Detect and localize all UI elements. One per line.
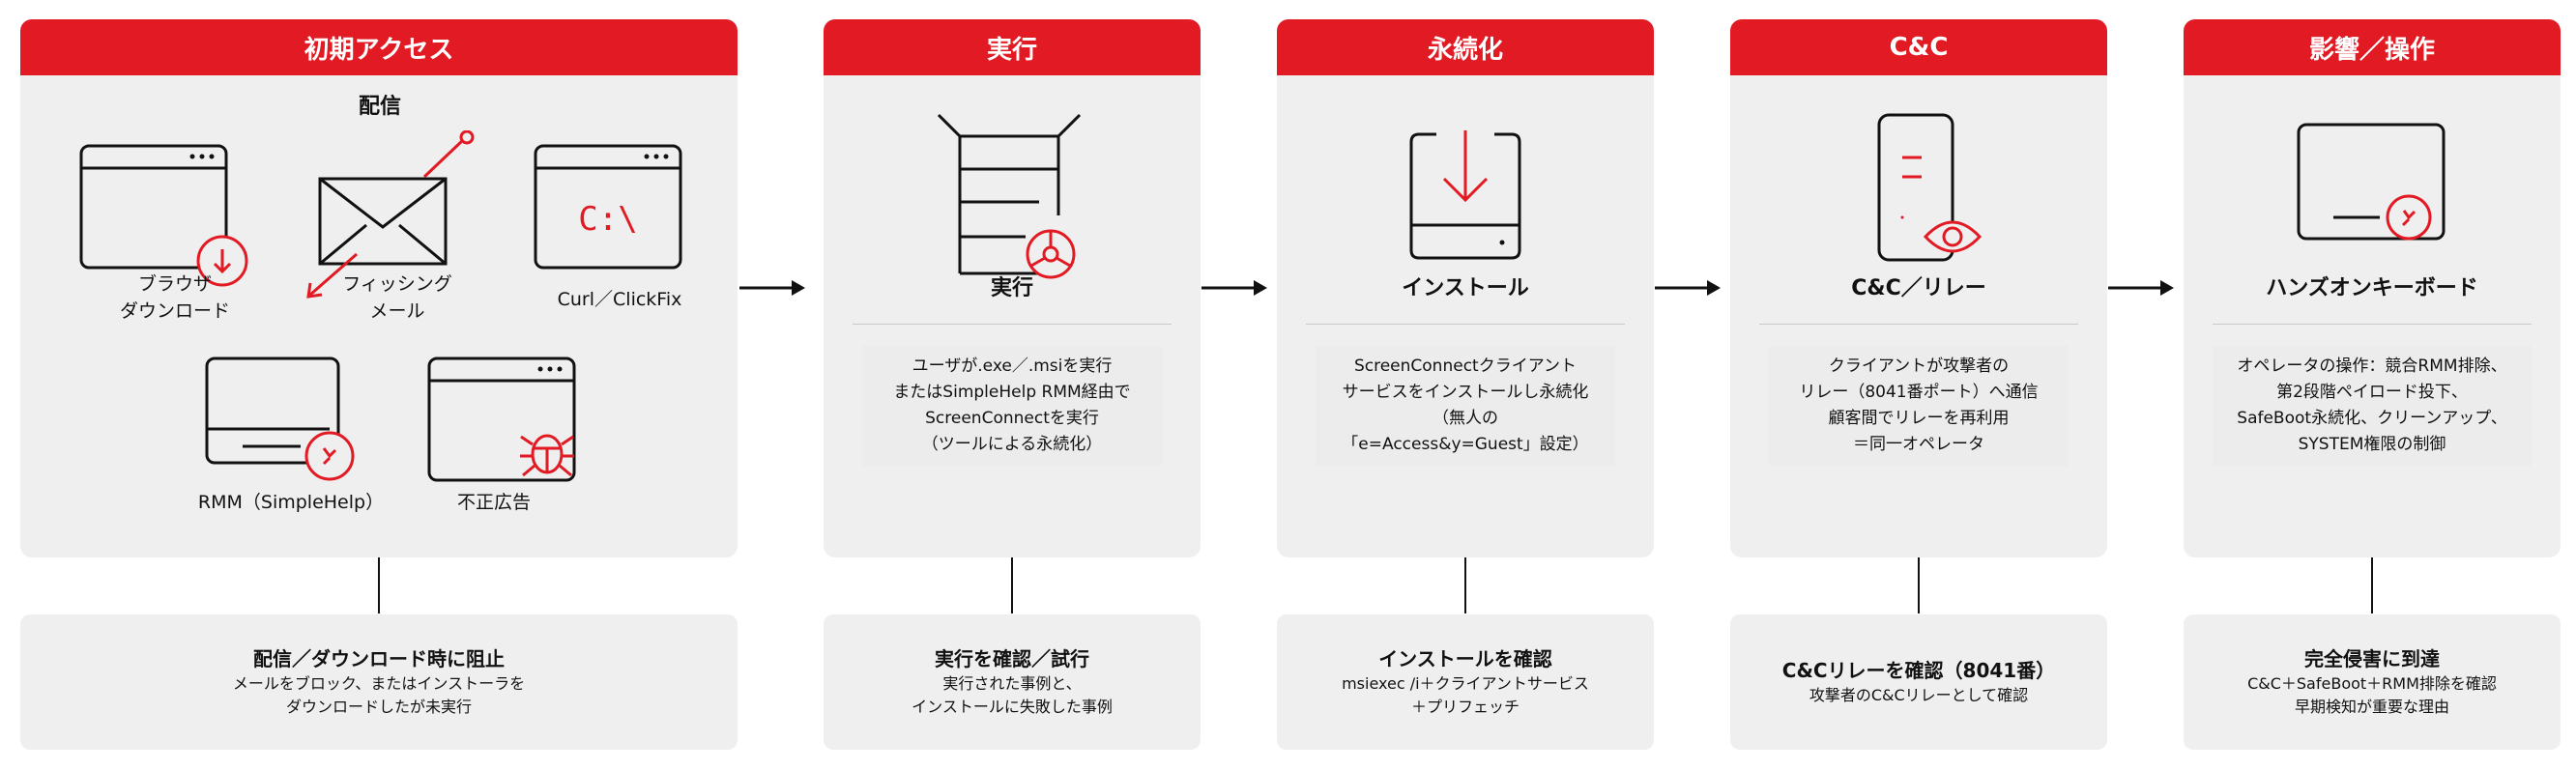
stage-header: C&C bbox=[1730, 19, 2107, 75]
arrow-right-icon bbox=[1201, 280, 1267, 296]
outcome-desc-line: 早期検知が重要な理由 bbox=[2294, 698, 2449, 716]
desc-line: ScreenConnectを実行 bbox=[925, 409, 1099, 428]
stage-subtitle: インストール bbox=[1402, 276, 1529, 300]
malvertising-bug-icon bbox=[427, 356, 576, 482]
stage-header: 影響／操作 bbox=[2184, 19, 2561, 75]
item-label-browser: ブラウザ ダウンロード bbox=[119, 273, 230, 322]
stage-header: 永続化 bbox=[1277, 19, 1654, 75]
outcome-box-impact: 完全侵害に到達 C&C＋SafeBoot＋RMM排除を確認 早期検知が重要な理由 bbox=[2184, 614, 2561, 750]
stage-header: 実行 bbox=[824, 19, 1201, 75]
outcome-box-persistence: インストールを確認 msiexec /i＋クライアントサービス ＋プリフェッチ bbox=[1277, 614, 1654, 750]
stage-description: ScreenConnectクライアント サービスをインストールし永続化 （無人の… bbox=[1316, 346, 1615, 466]
outcome-desc-line: msiexec /i＋クライアントサービス bbox=[1342, 674, 1589, 693]
desc-line: SYSTEM権限の制御 bbox=[2298, 435, 2446, 454]
stage-card: 永続化 インストール ScreenConnectクライアント サービスをインスト… bbox=[1277, 19, 1654, 557]
desc-line: ＝同一オペレータ bbox=[1853, 435, 1984, 454]
stage-subtitle: C&C／リレー bbox=[1851, 276, 1986, 300]
outcome-desc-line: 攻撃者のC&Cリレーとして確認 bbox=[1809, 686, 2029, 704]
stage-card: 実行 実行 ユーザが.exe／.msiを実行 またはSimpleHelp RMM… bbox=[824, 19, 1201, 557]
outcome-title: インストールを確認 bbox=[1378, 647, 1552, 670]
desc-line: （無人の bbox=[1433, 409, 1498, 428]
desc-line: ユーザが.exe／.msiを実行 bbox=[912, 356, 1113, 376]
connector-line bbox=[1918, 557, 1920, 613]
divider bbox=[1759, 324, 2078, 325]
desc-line: 第2段階ペイロード投下、 bbox=[2276, 383, 2468, 402]
divider bbox=[853, 324, 1172, 325]
relay-eye-icon bbox=[1877, 113, 1983, 262]
outcome-desc-line: メールをブロック、またはインストーラを bbox=[232, 674, 526, 693]
install-download-icon bbox=[1409, 130, 1521, 260]
arrow-right-icon bbox=[1655, 280, 1721, 296]
outcome-title: 完全侵害に到達 bbox=[2304, 647, 2440, 670]
item-label-malvertising: 不正広告 bbox=[456, 492, 531, 513]
desc-line: （ツールによる永続化） bbox=[921, 435, 1103, 454]
desc-line: リレー（8041番ポート）へ通信 bbox=[1799, 383, 2039, 402]
outcome-desc-line: 実行された事例と、 bbox=[942, 674, 1082, 693]
browser-download-icon bbox=[79, 144, 248, 287]
item-label-phishing: フィッシング メール bbox=[342, 273, 452, 322]
desc-line: またはSimpleHelp RMM経由で bbox=[893, 383, 1131, 402]
outcome-desc-line: ＋プリフェッチ bbox=[1410, 698, 1520, 716]
desc-line: クライアントが攻撃者の bbox=[1828, 356, 2010, 376]
rmm-screen-icon bbox=[205, 356, 355, 481]
stage-subtitle: ハンズオンキーボード bbox=[2266, 276, 2478, 300]
outcome-title: C&Cリレーを確認（8041番） bbox=[1781, 659, 2056, 682]
phishing-mail-icon bbox=[306, 130, 475, 299]
desc-line: サービスをインストールし永続化 bbox=[1342, 383, 1589, 402]
execution-file-icon bbox=[937, 113, 1082, 279]
divider bbox=[1306, 324, 1625, 325]
arrow-right-icon bbox=[2108, 280, 2174, 296]
stage-description: ユーザが.exe／.msiを実行 またはSimpleHelp RMM経由で Sc… bbox=[862, 346, 1162, 466]
divider bbox=[2213, 324, 2532, 325]
outcome-title: 配信／ダウンロード時に阻止 bbox=[253, 647, 505, 670]
outcome-desc-line: インストールに失敗した事例 bbox=[912, 698, 1113, 716]
hands-on-keyboard-icon bbox=[2297, 123, 2446, 241]
outcome-title: 実行を確認／試行 bbox=[935, 647, 1089, 670]
connector-line bbox=[2371, 557, 2373, 613]
outcome-box-command-control: C&Cリレーを確認（8041番） 攻撃者のC&Cリレーとして確認 bbox=[1730, 614, 2107, 750]
outcome-box-execution: 実行を確認／試行 実行された事例と、 インストールに失敗した事例 bbox=[824, 614, 1201, 750]
item-label-curl: Curl／ClickFix bbox=[557, 289, 682, 310]
delivery-label: 配信 bbox=[359, 95, 402, 119]
svg-text:C:\: C:\ bbox=[578, 200, 637, 239]
arrow-right-icon bbox=[739, 280, 805, 296]
stage-card: 影響／操作 ハンズオンキーボード オペレータの操作：競合RMM排除、 第2段階ペ… bbox=[2184, 19, 2561, 557]
connector-line bbox=[1011, 557, 1013, 613]
stage-card: 初期アクセス 配信 ブラウザ ダウンロード フィッシング メール bbox=[20, 19, 738, 557]
stage-card: C&C C&C／リレー クライアントが攻撃者の リレー（8041番ポート）へ通信… bbox=[1730, 19, 2107, 557]
outcome-box-initial-access: 配信／ダウンロード時に阻止 メールをブロック、またはインストーラを ダウンロード… bbox=[20, 614, 738, 750]
stage-subtitle: 実行 bbox=[990, 276, 1033, 300]
connector-line bbox=[1464, 557, 1466, 613]
outcome-desc-line: ダウンロードしたが未実行 bbox=[285, 698, 472, 716]
desc-line: 「e=Access&y=Guest」設定） bbox=[1342, 435, 1589, 454]
stage-header: 初期アクセス bbox=[20, 19, 738, 75]
outcome-desc-line: C&C＋SafeBoot＋RMM排除を確認 bbox=[2247, 674, 2497, 693]
terminal-icon: C:\ bbox=[534, 144, 682, 270]
desc-line: 顧客間でリレーを再利用 bbox=[1828, 409, 2010, 428]
item-label-rmm: RMM（SimpleHelp） bbox=[197, 492, 385, 513]
desc-line: オペレータの操作：競合RMM排除、 bbox=[2237, 356, 2507, 376]
connector-line bbox=[378, 557, 380, 613]
desc-line: ScreenConnectクライアント bbox=[1353, 356, 1577, 376]
stage-description: クライアントが攻撃者の リレー（8041番ポート）へ通信 顧客間でリレーを再利用… bbox=[1769, 346, 2069, 466]
desc-line: SafeBoot永続化、クリーンアップ、 bbox=[2237, 409, 2507, 428]
stage-description: オペレータの操作：競合RMM排除、 第2段階ペイロード投下、 SafeBoot永… bbox=[2213, 346, 2532, 466]
